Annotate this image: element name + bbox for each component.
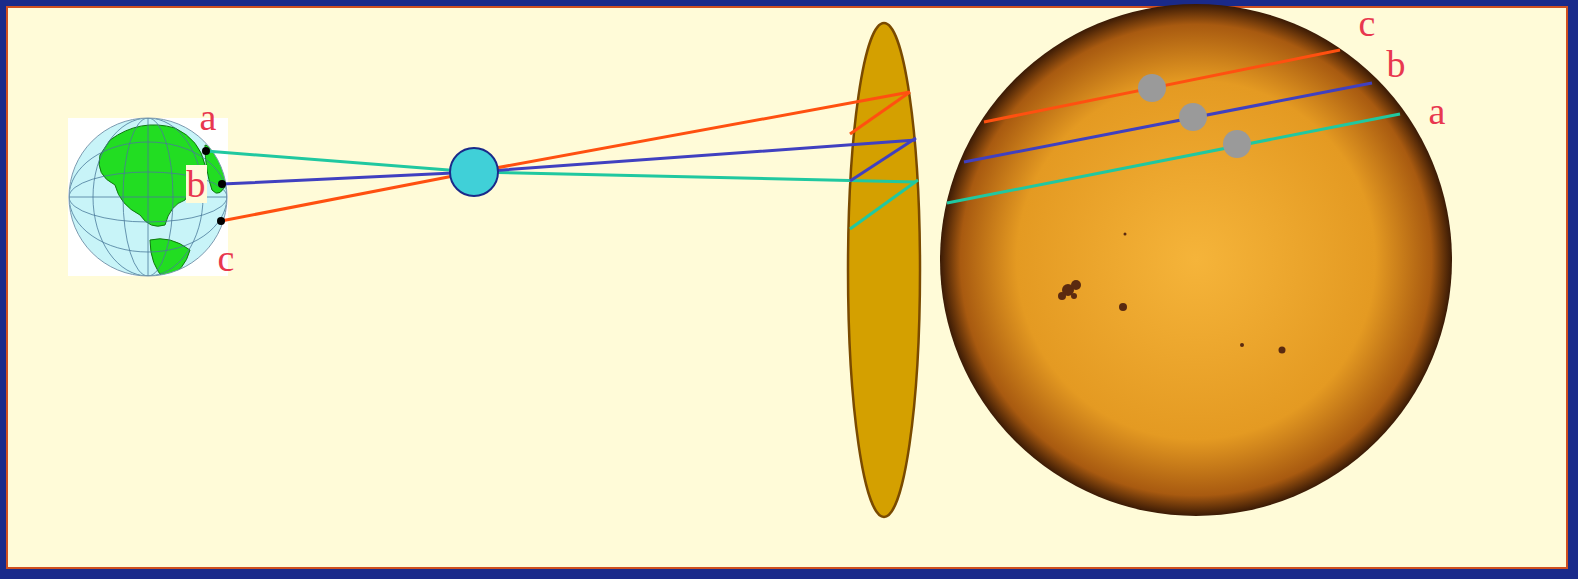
- sight-lines: [206, 50, 1400, 229]
- earth-globe: [69, 118, 228, 280]
- point-label: b: [186, 165, 207, 203]
- venus-images: [1138, 74, 1251, 158]
- earth-backdrop: [68, 118, 228, 276]
- point-label: a: [1429, 92, 1446, 130]
- point-label: c: [1359, 4, 1376, 42]
- sunspots: [1058, 233, 1286, 354]
- venus: [450, 148, 498, 196]
- point-label: b: [1387, 45, 1406, 83]
- sun-disc: [940, 4, 1452, 516]
- point-label: a: [200, 98, 217, 136]
- point-label: c: [218, 239, 235, 277]
